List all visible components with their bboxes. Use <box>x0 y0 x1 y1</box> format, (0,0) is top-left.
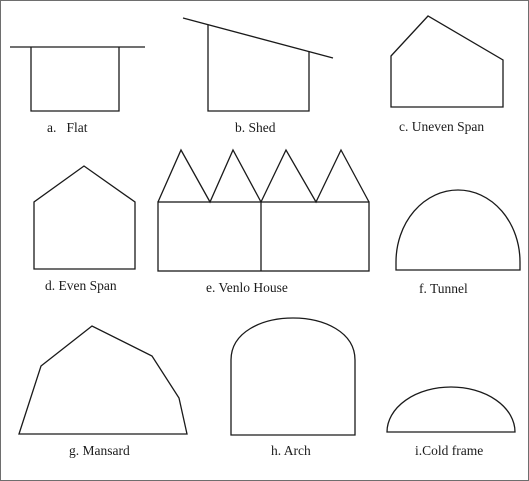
cold-frame-outline <box>386 386 516 433</box>
cold-frame-greenhouse: i.Cold frame <box>386 386 516 458</box>
caption-flat: a. Flat <box>47 120 88 135</box>
caption-uneven-span: c. Uneven Span <box>399 119 484 134</box>
shed-roof-line <box>182 17 334 59</box>
caption-shed: b. Shed <box>235 120 276 135</box>
tunnel-greenhouse: f. Tunnel <box>395 189 521 296</box>
mansard-outline <box>18 325 188 435</box>
venlo-house-body <box>157 201 370 272</box>
even-span-outline <box>33 165 136 270</box>
shed-walls <box>207 25 310 112</box>
uneven-span-greenhouse: c. Uneven Span <box>390 15 504 134</box>
shed-greenhouse: b. Shed <box>182 17 334 135</box>
even-span-greenhouse: d. Even Span <box>33 165 136 293</box>
caption-even-span: d. Even Span <box>45 278 117 293</box>
flat-greenhouse: a. Flat <box>10 46 145 135</box>
caption-mansard: g. Mansard <box>69 443 130 458</box>
tunnel-outline <box>395 189 521 271</box>
caption-arch: h. Arch <box>271 443 311 458</box>
venlo-house-roof-ridges <box>157 148 370 204</box>
venlo-house-greenhouse: e. Venlo House <box>157 148 370 295</box>
uneven-span-outline <box>390 15 504 108</box>
caption-tunnel: f. Tunnel <box>419 281 468 296</box>
caption-cold-frame: i.Cold frame <box>415 443 483 458</box>
caption-venlo-house: e. Venlo House <box>206 280 288 295</box>
mansard-greenhouse: g. Mansard <box>18 325 188 458</box>
flat-walls <box>30 47 120 112</box>
arch-greenhouse: h. Arch <box>230 317 356 458</box>
arch-outline <box>230 317 356 436</box>
